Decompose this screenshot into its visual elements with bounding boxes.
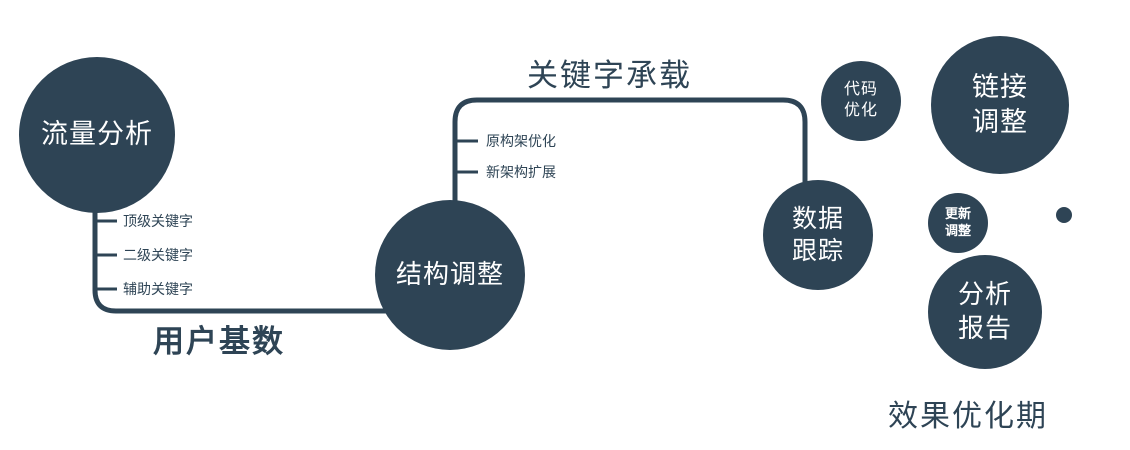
node-update-adjustment: 更新 调整 bbox=[928, 193, 988, 253]
node-data-tracking: 数据 跟踪 bbox=[763, 180, 873, 290]
branch-label-second-keyword: 二级关键字 bbox=[123, 247, 193, 263]
node-code-optimization-label: 代码 优化 bbox=[843, 81, 878, 119]
node-traffic-analysis-label: 流量分析 bbox=[41, 119, 153, 150]
dot-node bbox=[1056, 207, 1072, 223]
node-analysis-report-label: 分析 报告 bbox=[957, 279, 1012, 343]
branch-label-top-keyword: 顶级关键字 bbox=[123, 213, 193, 229]
node-structure-adjustment-label: 结构调整 bbox=[395, 259, 504, 290]
edge-label-keyword-bearing: 关键字承载 bbox=[527, 58, 692, 93]
node-code-optimization: 代码 优化 bbox=[821, 61, 901, 141]
node-data-tracking-label: 数据 跟踪 bbox=[791, 204, 844, 266]
branch-label-arch-optimize: 原构架优化 bbox=[486, 133, 556, 149]
node-traffic-analysis: 流量分析 bbox=[19, 57, 175, 213]
branch-label-arch-expand: 新架构扩展 bbox=[486, 164, 556, 180]
connector-path-middle bbox=[452, 97, 808, 205]
node-update-adjustment-label: 更新 调整 bbox=[944, 206, 971, 238]
edge-label-user-base: 用户基数 bbox=[153, 324, 285, 359]
branch-label-aux-keyword: 辅助关键字 bbox=[123, 281, 193, 297]
node-link-adjustment: 链接 调整 bbox=[931, 36, 1069, 174]
edge-label-effect-period: 效果优化期 bbox=[888, 400, 1048, 433]
node-structure-adjustment: 结构调整 bbox=[375, 200, 525, 350]
node-link-adjustment-label: 链接 调整 bbox=[972, 71, 1028, 137]
node-analysis-report: 分析 报告 bbox=[928, 255, 1042, 369]
